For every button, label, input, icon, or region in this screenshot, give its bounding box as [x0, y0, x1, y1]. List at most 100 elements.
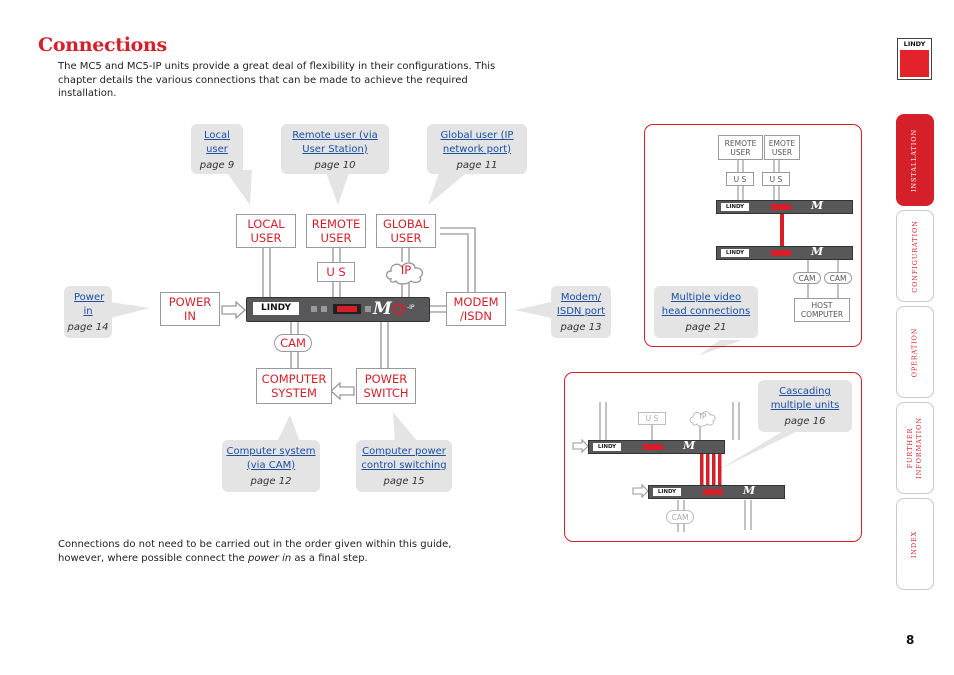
mini-device-display: [771, 250, 791, 256]
mini-host-computer: HOST COMPUTER: [794, 298, 850, 322]
mc5-device: LINDY M -IP: [246, 297, 430, 322]
link-global-user[interactable]: Global user (IP network port): [440, 130, 514, 155]
callout-cascading: Cascading multiple units page 16: [758, 380, 852, 432]
device-ring-icon: [393, 303, 405, 315]
mini-device-mark: M: [743, 484, 756, 497]
page-number: 8: [906, 633, 915, 647]
multi-video-panel: [644, 124, 862, 347]
tab-operation[interactable]: OPERATION: [896, 306, 934, 398]
link-cascading[interactable]: Cascading multiple units: [770, 386, 840, 411]
tab-installation-label: INSTALLATION: [910, 128, 919, 192]
mini-b-ip-cloud-icon: [689, 411, 716, 427]
user-station-box: U S: [317, 262, 355, 282]
callout-pointer-global: [428, 170, 470, 205]
callout-pointer-power-switch: [393, 412, 418, 442]
power-switch-box: POWER SWITCH: [356, 368, 416, 404]
mini-device-mark: M: [683, 439, 696, 452]
mini-device-brand: LINDY: [653, 488, 681, 496]
cascading-panel: [564, 372, 862, 542]
mini-b-device-1: LINDY M: [588, 439, 725, 454]
device-mark: M: [373, 299, 392, 319]
modem-isdn-box: MODEM /ISDN: [446, 292, 506, 326]
mini-cam-2: CAM: [824, 272, 852, 284]
intro-text: The MC5 and MC5-IP units provide a great…: [58, 61, 496, 99]
power-switch-arrow: [330, 381, 355, 401]
device-led: [321, 306, 327, 312]
device-led: [311, 306, 317, 312]
mini-remote-user-1: REMOTE USER: [718, 135, 763, 160]
remote-user-box: REMOTE USER: [306, 214, 366, 248]
callout-global-user: Global user (IP network port) page 11: [427, 124, 527, 174]
tab-installation[interactable]: INSTALLATION: [896, 114, 934, 206]
page-ref: page 14: [67, 322, 109, 333]
cascade-links: [700, 452, 722, 486]
mini-device-mark: M: [811, 245, 824, 258]
page-ref: page 11: [456, 160, 498, 171]
device-led: [365, 306, 371, 312]
tab-configuration-label: CONFIGURATION: [910, 219, 919, 293]
callout-multiple-video: Multiple video head connections page 21: [654, 286, 758, 338]
mini-b-device-2: LINDY M: [648, 484, 785, 499]
link-remote-user[interactable]: Remote user (via User Station): [292, 130, 378, 155]
callout-local-user: Local user page 9: [191, 124, 243, 174]
tab-index-label: INDEX: [910, 530, 919, 558]
callout-pointer-local: [225, 170, 252, 205]
page-ref: page 16: [784, 416, 826, 427]
device-brand: LINDY: [253, 302, 299, 315]
logo-red-block: [900, 50, 929, 77]
tab-further-information[interactable]: FURTHER INFORMATION: [896, 402, 934, 494]
page-title: Connections: [38, 34, 167, 56]
cascade-arrow-1: [572, 438, 589, 454]
global-user-box: GLOBAL USER: [376, 214, 436, 248]
link-computer-power[interactable]: Computer power control switching: [361, 446, 447, 471]
callout-remote-user: Remote user (via User Station) page 10: [281, 124, 389, 174]
device-display: [333, 304, 361, 314]
link-local-user[interactable]: Local user: [204, 130, 230, 155]
mini-device-display: [643, 444, 663, 450]
mini-b-cam: CAM: [666, 510, 694, 524]
callout-pointer-power: [110, 302, 150, 318]
ip-cloud-icon: [385, 262, 424, 285]
footer-prefix: Connections do not need to be carried ou…: [58, 539, 452, 564]
page-ref: page 9: [199, 160, 235, 171]
mini-b-ip-label: IP: [699, 412, 707, 421]
tab-operation-label: OPERATION: [910, 327, 919, 377]
mini-device-1: LINDY M: [716, 199, 853, 214]
page-ref: page 21: [685, 322, 727, 333]
computer-system-box: COMPUTER SYSTEM: [256, 368, 332, 404]
mini-user-station-1: U S: [726, 172, 754, 186]
tab-index[interactable]: INDEX: [896, 498, 934, 590]
callout-pointer-computer: [277, 415, 300, 442]
local-user-box: LOCAL USER: [236, 214, 296, 248]
video-head-link: [780, 212, 784, 246]
lindy-logo: LINDY: [897, 38, 932, 80]
callout-power-in: Power in page 14: [64, 286, 112, 338]
cam-box: CAM: [274, 334, 312, 352]
callout-computer-power: Computer power control switching page 15: [356, 440, 452, 492]
callout-pointer-remote: [325, 170, 350, 205]
link-power-in[interactable]: Power in: [74, 292, 105, 317]
cascade-arrow-2: [632, 483, 649, 499]
tab-configuration[interactable]: CONFIGURATION: [896, 210, 934, 302]
mini-device-brand: LINDY: [721, 203, 749, 211]
ip-label: IP: [400, 263, 412, 277]
page-ref: page 12: [250, 476, 292, 487]
mini-device-brand: LINDY: [593, 443, 621, 451]
mini-user-station-2: U S: [762, 172, 790, 186]
link-modem[interactable]: Modem/ ISDN port: [556, 292, 606, 317]
link-multiple-video[interactable]: Multiple video head connections: [661, 292, 751, 317]
power-in-arrow: [221, 300, 246, 320]
page-ref: page 13: [560, 322, 602, 333]
mini-device-2: LINDY M: [716, 245, 853, 260]
callout-pointer-cascading: [718, 430, 800, 470]
callout-pointer-multivideo: [698, 340, 742, 356]
mini-cam-1: CAM: [793, 272, 821, 284]
mini-device-mark: M: [811, 199, 824, 212]
page-ref: page 15: [383, 476, 425, 487]
page-ref: page 10: [314, 160, 356, 171]
footer-suffix: as a final step.: [291, 552, 368, 564]
logo-text: LINDY: [903, 40, 926, 48]
mini-device-display: [771, 204, 791, 210]
callout-pointer-modem: [515, 302, 551, 318]
link-computer-system[interactable]: Computer system (via CAM): [226, 446, 316, 471]
